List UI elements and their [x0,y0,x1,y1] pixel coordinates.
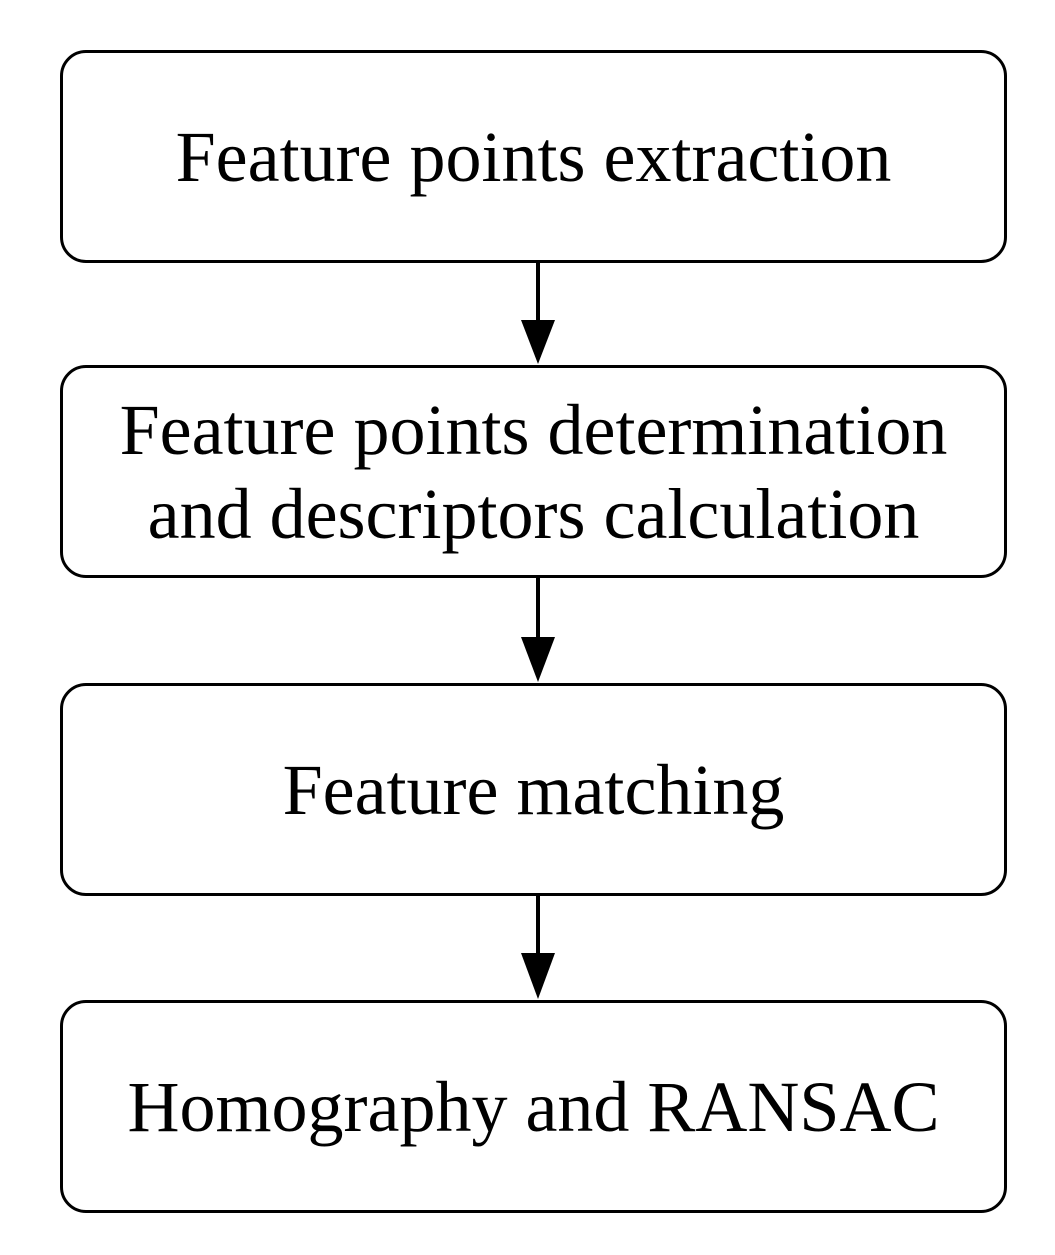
step-label: Homography and RANSAC [127,1066,940,1147]
step-label: Feature points extraction [175,116,892,197]
arrow-3-to-4 [521,896,555,999]
step-label: Feature matching [282,749,785,830]
step-feature-points-extraction: Feature points extraction [60,50,1007,263]
step-homography-ransac: Homography and RANSAC [60,1000,1007,1213]
step-feature-points-determination: Feature points determination and descrip… [60,365,1007,578]
arrow-2-to-3 [521,578,555,682]
arrow-1-to-2 [521,263,555,364]
step-label: Feature points determination and descrip… [119,389,948,554]
step-feature-matching: Feature matching [60,683,1007,896]
